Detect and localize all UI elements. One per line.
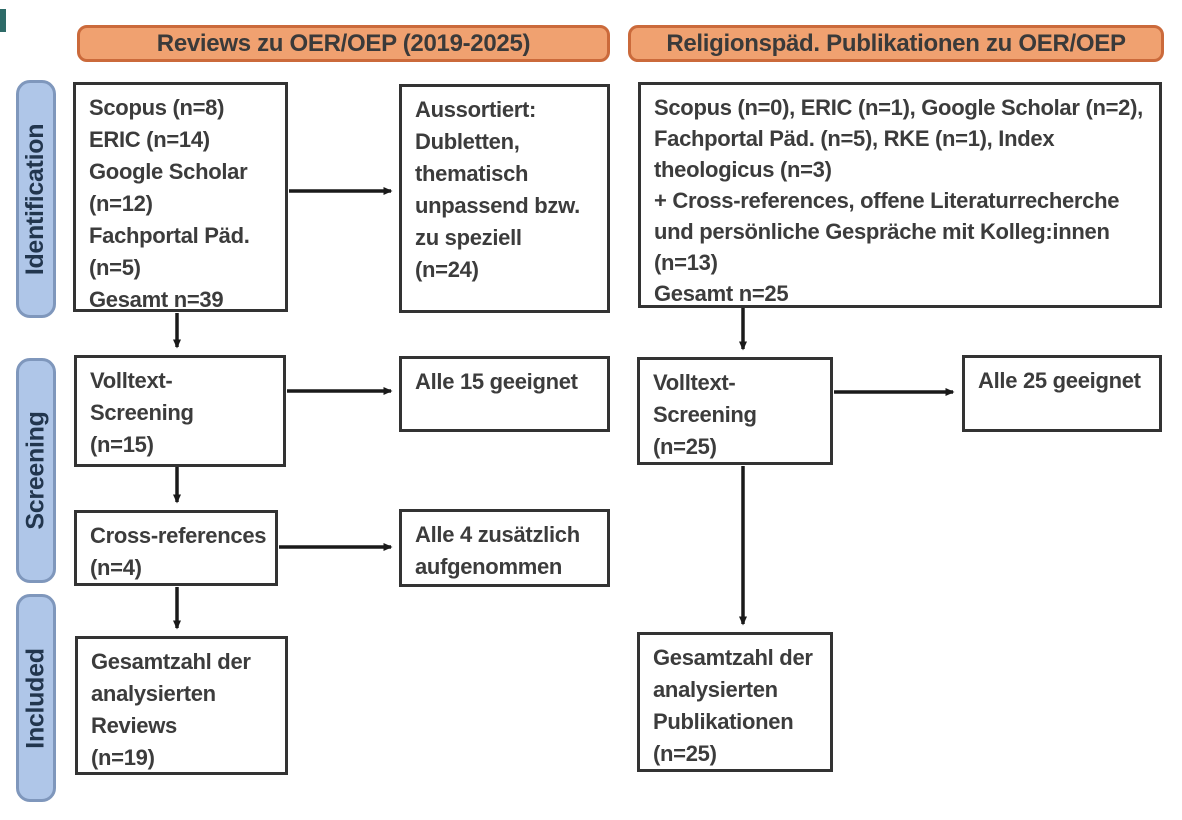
stage-label-included: Included — [21, 647, 50, 749]
column-header-religionspaed: Religionspäd. Publikationen zu OER/OEP — [628, 25, 1164, 62]
page-edge-artifact — [0, 9, 6, 32]
stage-label-screening: Screening — [21, 411, 50, 530]
stage-pill-identification: Identification — [16, 80, 56, 318]
box-left-included-total: Gesamtzahl der analysierten Reviews (n=1… — [75, 636, 288, 775]
box-left-fulltext-screening: Volltext- Screening (n=15) — [74, 355, 286, 467]
box-left-excluded: Aussortiert: Dubletten, thematisch unpas… — [399, 84, 610, 313]
box-left-fulltext-result: Alle 15 geeignet — [399, 356, 610, 432]
stage-pill-screening: Screening — [16, 358, 56, 583]
box-right-fulltext-result: Alle 25 geeignet — [962, 355, 1162, 432]
column-header-religionspaed-label: Religionspäd. Publikationen zu OER/OEP — [666, 29, 1126, 57]
box-right-fulltext-screening: Volltext- Screening (n=25) — [637, 357, 833, 465]
stage-label-identification: Identification — [21, 123, 50, 275]
stage-pill-included: Included — [16, 594, 56, 802]
column-header-reviews: Reviews zu OER/OEP (2019-2025) — [77, 25, 610, 62]
box-right-included-total: Gesamtzahl der analysierten Publikatione… — [637, 632, 833, 772]
column-header-reviews-label: Reviews zu OER/OEP (2019-2025) — [156, 29, 531, 57]
box-left-cross-references: Cross-references (n=4) — [74, 510, 278, 586]
box-right-identification-sources: Scopus (n=0), ERIC (n=1), Google Scholar… — [638, 82, 1162, 308]
box-left-identification-sources: Scopus (n=8) ERIC (n=14) Google Scholar … — [73, 82, 288, 312]
box-left-cross-references-result: Alle 4 zusätzlich aufgenommen — [399, 509, 610, 587]
